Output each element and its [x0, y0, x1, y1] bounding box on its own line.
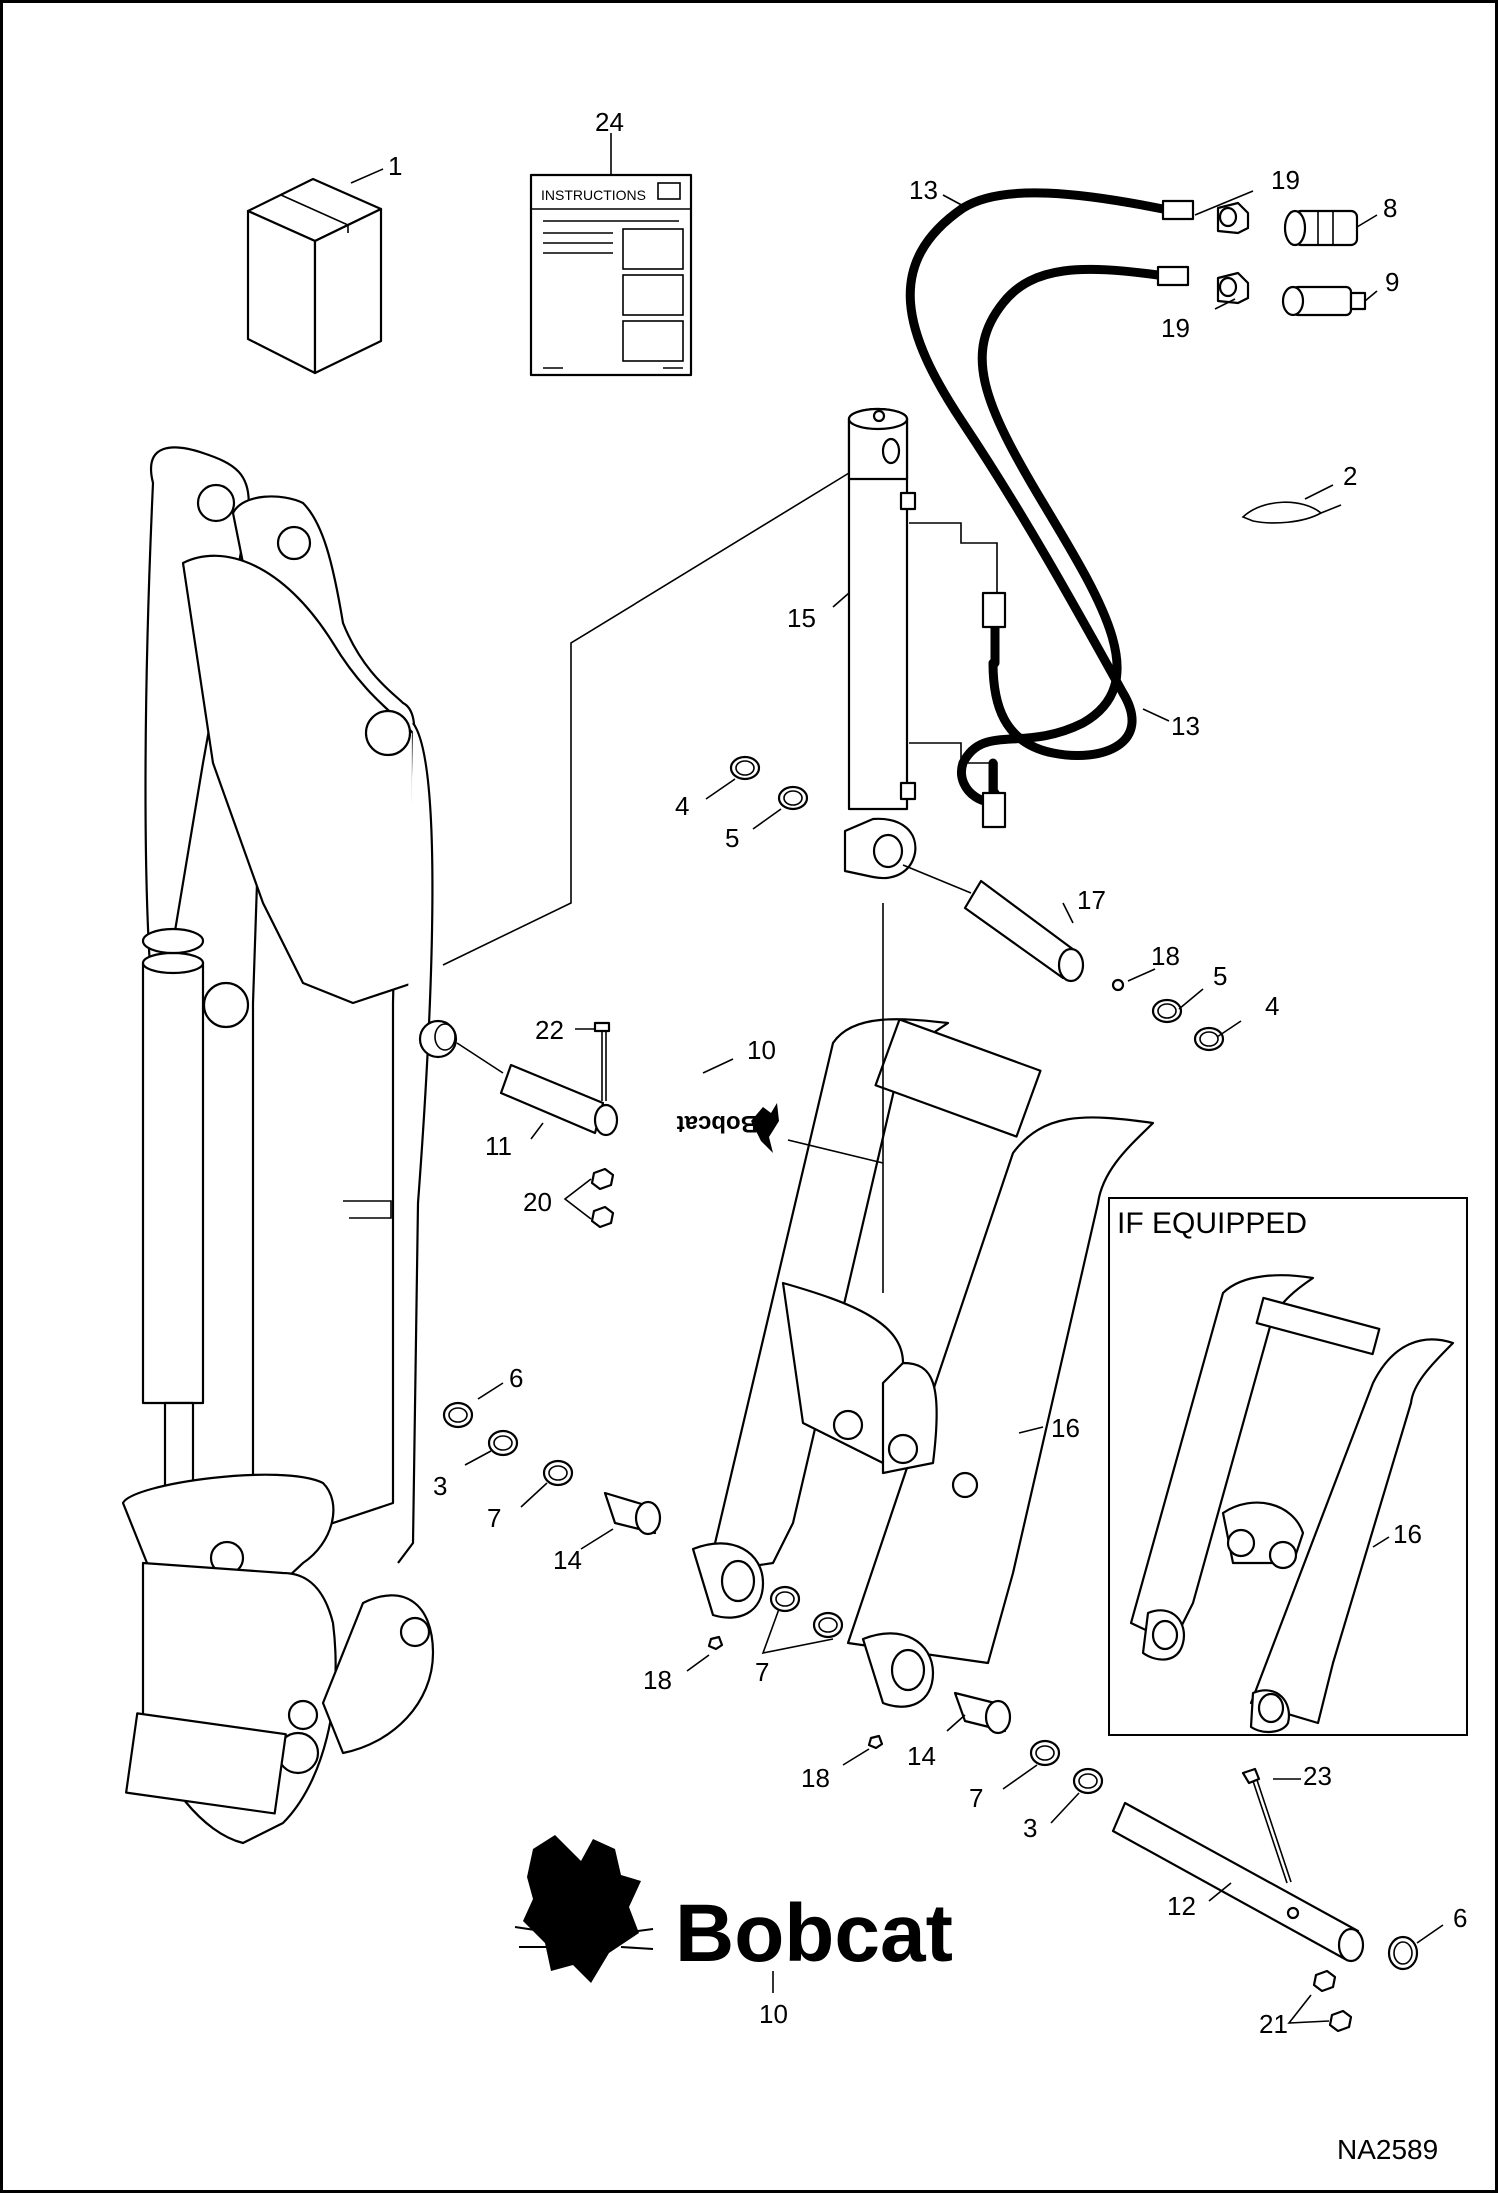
callout-2: 2: [1343, 461, 1357, 491]
instructions-label: INSTRUCTIONS: [541, 187, 646, 203]
bobcat-logo-part-10: Bobcat: [514, 1835, 953, 1993]
coupler-part-8: [1283, 209, 1359, 247]
decal-word: Bobcat: [677, 1110, 758, 1137]
callout-7-left: 7: [487, 1503, 501, 1533]
callout-18-mid: 18: [643, 1665, 672, 1695]
pin-part-11: [499, 1063, 619, 1137]
pin-part-12: [1111, 1801, 1419, 1971]
callout-5-right: 5: [1213, 961, 1227, 991]
callout-1: 1: [388, 151, 402, 181]
inset-title: IF EQUIPPED: [1117, 1207, 1307, 1240]
callout-19-bottom: 19: [1161, 313, 1190, 343]
callout-11: 11: [485, 1131, 512, 1161]
callout-4-right: 4: [1265, 991, 1279, 1021]
callout-20: 20: [523, 1187, 552, 1217]
callout-18-bottom: 18: [801, 1763, 830, 1793]
nuts-part-21: [1312, 1969, 1353, 2033]
callout-3-left: 3: [433, 1471, 447, 1501]
rings-parts-4-5: [729, 755, 1225, 1052]
nuts-part-20: [590, 1167, 615, 1229]
callout-22: 22: [535, 1015, 564, 1045]
callout-23: 23: [1303, 1761, 1332, 1791]
thumb-attachment-part-16: [691, 903, 1155, 1708]
pin-part-17: [902, 864, 1085, 983]
cable-tie-part-2: [1241, 501, 1342, 524]
callout-13-bottom: 13: [1171, 711, 1200, 741]
callout-6-left: 6: [509, 1363, 523, 1393]
callout-21: 21: [1259, 2009, 1288, 2039]
figure-code: NA2589: [1337, 2134, 1438, 2165]
callout-5-left: 5: [725, 823, 739, 853]
callout-13-top: 13: [909, 175, 938, 205]
boom-arm-assembly: [121, 446, 504, 1845]
callout-numbers: 1 24 13 19 8 9 19 2 15 13 4 5 17 18 5 4 …: [388, 107, 1467, 2039]
callout-7-mid: 7: [755, 1657, 769, 1687]
cylinder-leader-line: [442, 472, 850, 966]
logo-word: Bobcat: [675, 1888, 953, 1979]
callout-15: 15: [787, 603, 816, 633]
bolt-part-23: [1241, 1767, 1292, 1884]
callout-7-right: 7: [969, 1783, 983, 1813]
pivot-hardware-right: [953, 1691, 1104, 1795]
bolt-part-22: [593, 1021, 611, 1101]
callout-16-main: 16: [1051, 1413, 1080, 1443]
box-part-1: [246, 177, 383, 375]
callout-6-right: 6: [1453, 1903, 1467, 1933]
callout-19-top: 19: [1271, 165, 1300, 195]
coupler-part-9: [1281, 285, 1367, 317]
callout-4-left: 4: [675, 791, 689, 821]
inset-if-equipped: IF EQUIPPED: [1108, 1197, 1468, 1736]
adapter-part-19: [1216, 201, 1250, 305]
callout-14-right: 14: [907, 1741, 936, 1771]
pivot-hardware-left: [442, 1401, 884, 1750]
callout-14-left: 14: [553, 1545, 582, 1575]
hydraulic-cylinder-part-15: [843, 407, 998, 880]
callout-10-large: 10: [759, 1999, 788, 2029]
callout-24: 24: [595, 107, 624, 137]
callout-16-inset: 16: [1393, 1519, 1422, 1549]
callout-10-small: 10: [747, 1035, 776, 1065]
callout-3-right: 3: [1023, 1813, 1037, 1843]
hydraulic-hose-part-13: [905, 188, 1195, 829]
callout-8: 8: [1383, 193, 1397, 223]
callout-17: 17: [1077, 885, 1106, 915]
callout-9: 9: [1385, 267, 1399, 297]
callout-18-top: 18: [1151, 941, 1180, 971]
decal-part-10-small: Bobcat: [677, 1103, 779, 1153]
leader-lines: [350, 133, 1444, 2024]
instructions-booklet-part-24: INSTRUCTIONS: [529, 173, 693, 377]
callout-12: 12: [1167, 1891, 1196, 1921]
